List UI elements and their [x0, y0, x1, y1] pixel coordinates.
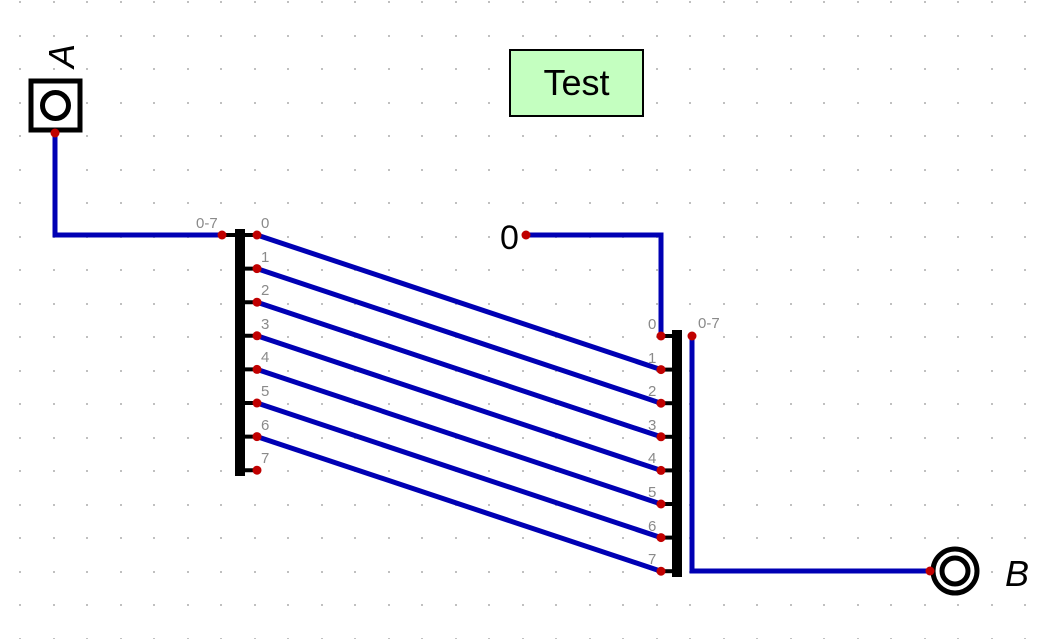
merger-bit-label-7: 7	[648, 551, 657, 569]
merger-bit-dot-5	[656, 499, 666, 509]
connection-dots	[50, 128, 935, 576]
input-pin-label: A	[41, 43, 82, 68]
splitter-bit-dot-1	[252, 264, 262, 274]
merger-bit-dot-2	[656, 398, 666, 408]
splitter-bit-dot-7	[252, 465, 262, 475]
merger-bar[interactable]	[672, 330, 682, 577]
merger-bit-label-2: 2	[648, 383, 657, 401]
bit-wire-5	[256, 400, 662, 540]
merger-bit-label-5: 5	[648, 484, 657, 501]
test-label[interactable]: Test	[509, 49, 644, 117]
splitter-bit-label-1: 1	[261, 248, 270, 266]
splitter-bit-label-4: 4	[261, 349, 270, 367]
input-pin-dot	[50, 128, 60, 138]
bit-wire-2	[256, 299, 662, 440]
merger-bus-label: 0-7	[698, 315, 720, 332]
splitter-bit-label-5: 5	[261, 383, 270, 400]
constant-value: 0	[500, 219, 519, 257]
bit-wire-0	[256, 232, 662, 372]
merger-bit-dot-1	[656, 365, 666, 375]
splitter-bit-dot-5	[252, 398, 262, 408]
splitter-bit-label-3: 3	[261, 315, 270, 333]
splitter-bit-label-7: 7	[261, 450, 270, 468]
merger-bus-dot	[687, 331, 697, 341]
splitter-bar[interactable]	[235, 229, 245, 476]
output-pin-b[interactable]	[930, 546, 980, 596]
splitter-bit-dot-0	[252, 230, 262, 240]
splitter-bit-dot-4	[252, 364, 262, 374]
bit-wire-6	[256, 434, 662, 574]
splitter-bit-label-6: 6	[261, 416, 270, 434]
splitter-bit-dot-2	[252, 297, 262, 307]
merger-bit-dot-7	[656, 566, 666, 576]
output-pin-label: B	[1005, 553, 1030, 594]
splitter-bus-label: 0-7	[196, 215, 218, 232]
splitter-bus-dot	[217, 230, 227, 240]
bit-wires	[240, 232, 677, 574]
wire-constant-to-merger	[526, 232, 664, 336]
merger-bit-dot-0	[656, 331, 666, 341]
merger-bit-dot-6	[656, 533, 666, 543]
bit-wire-4	[256, 367, 662, 507]
bit-wire-1	[256, 266, 662, 406]
input-pin-a[interactable]	[28, 78, 83, 133]
merger-bit-label-1: 1	[648, 349, 657, 367]
merger-bit-dot-3	[656, 432, 666, 442]
merger-bit-label-3: 3	[648, 416, 657, 434]
merger-bit-label-0: 0	[648, 316, 657, 333]
splitter-bit-label-0: 0	[261, 215, 270, 232]
splitter-bit-dot-6	[252, 432, 262, 442]
merger-bit-label-6: 6	[648, 517, 657, 535]
splitter-bit-label-2: 2	[261, 282, 270, 300]
merger-bit-dot-4	[656, 465, 666, 475]
wire-merger-to-b	[689, 336, 930, 574]
constant-dot	[521, 230, 531, 240]
output-pin-dot	[925, 566, 935, 576]
bit-wire-3	[256, 333, 662, 473]
merger-bit-label-4: 4	[648, 450, 657, 468]
wire-a-to-splitter	[52, 133, 222, 238]
splitter-bit-dot-3	[252, 331, 262, 341]
